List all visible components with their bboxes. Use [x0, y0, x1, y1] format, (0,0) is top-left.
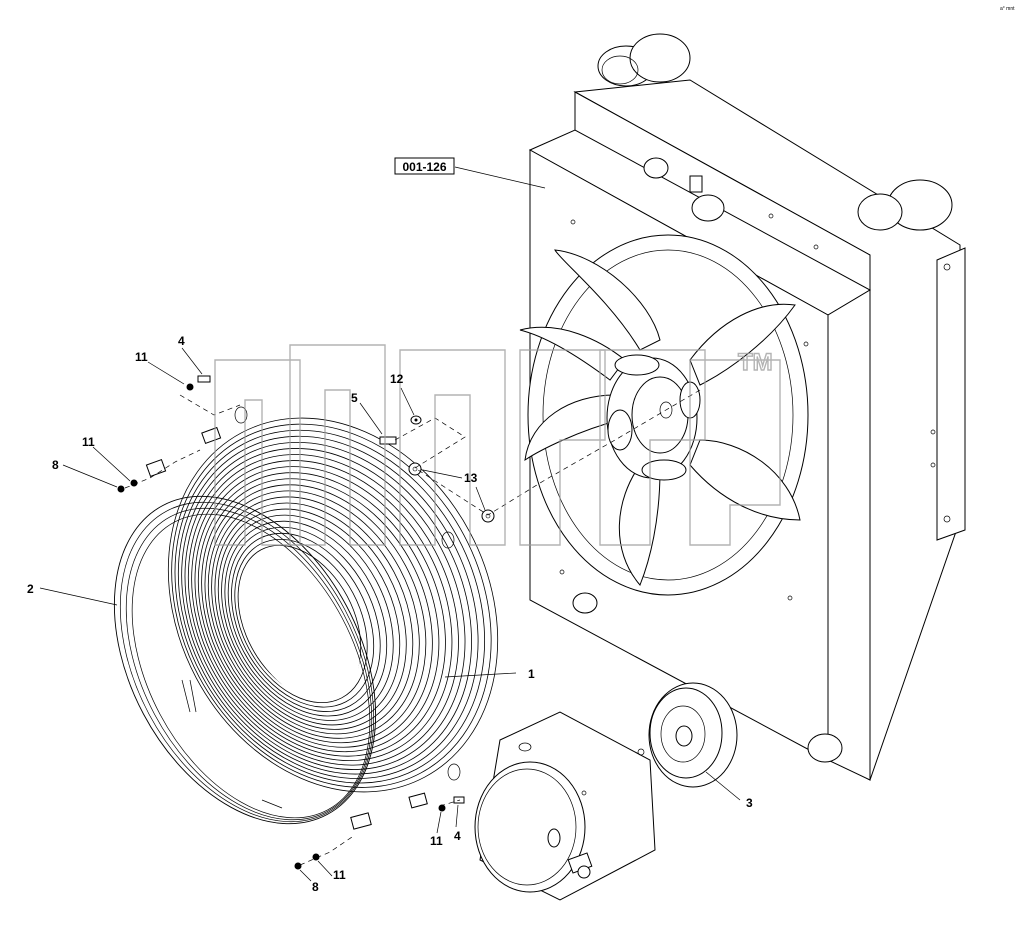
guard-ring — [227, 526, 381, 712]
guard-center-opening — [240, 548, 360, 702]
callout-2: 2 — [27, 582, 34, 596]
guard-ring — [177, 435, 479, 779]
callout-3: 3 — [746, 796, 753, 810]
guard-ring — [194, 466, 446, 757]
alternator — [474, 711, 656, 901]
assembly-lines — [124, 389, 701, 866]
callout-13: 13 — [464, 471, 478, 485]
guard-ring — [204, 484, 427, 744]
nut-11-top — [186, 383, 194, 391]
callout-11-top: 11 — [135, 350, 148, 364]
bolt-4-top — [197, 375, 211, 383]
guard-ring — [224, 520, 388, 717]
guard-ring — [234, 538, 368, 704]
leader-lines — [39, 166, 741, 882]
watermark-tm: TM — [738, 349, 773, 376]
callout-8-bottom: 8 — [312, 880, 319, 894]
guard-frame-ring — [113, 458, 377, 830]
guard-ring — [211, 496, 414, 735]
pulley — [648, 682, 738, 788]
fasteners — [117, 375, 495, 870]
corner-mark: a° mnt — [1000, 6, 1015, 12]
bolt-5 — [379, 436, 397, 445]
callout-5: 5 — [351, 391, 358, 405]
guard-ring — [191, 460, 453, 762]
callout-8-left: 8 — [52, 458, 59, 472]
callout-11-lower: 11 — [333, 868, 346, 882]
fan-guard-rings — [167, 417, 499, 793]
washer-11-bottom — [312, 853, 320, 861]
watermark-logo: TM — [214, 344, 781, 546]
nut-8-left — [117, 485, 125, 493]
callout-12: 12 — [390, 372, 404, 386]
guard-ring — [174, 429, 485, 784]
guard-ring — [201, 478, 433, 748]
guard-ring — [231, 532, 375, 708]
callout-4-top: 4 — [178, 334, 185, 348]
callout-11-left: 11 — [82, 435, 95, 449]
guard-ring — [197, 472, 440, 753]
callout-11-bottom: 11 — [430, 834, 443, 848]
guard-ring — [184, 448, 466, 770]
reference-label: 001-126 — [402, 160, 446, 174]
callouts: 1 2 3 4 4 5 8 8 11 11 11 11 12 13 — [27, 334, 753, 894]
washer-11-left — [130, 479, 138, 487]
reference-label-001-126: 001-126 — [394, 157, 455, 175]
callout-1: 1 — [528, 667, 535, 681]
nut-8-bottom — [294, 862, 302, 870]
callout-4-bottom: 4 — [454, 829, 461, 843]
guard-ring — [171, 423, 492, 788]
guard-ring — [187, 454, 459, 766]
